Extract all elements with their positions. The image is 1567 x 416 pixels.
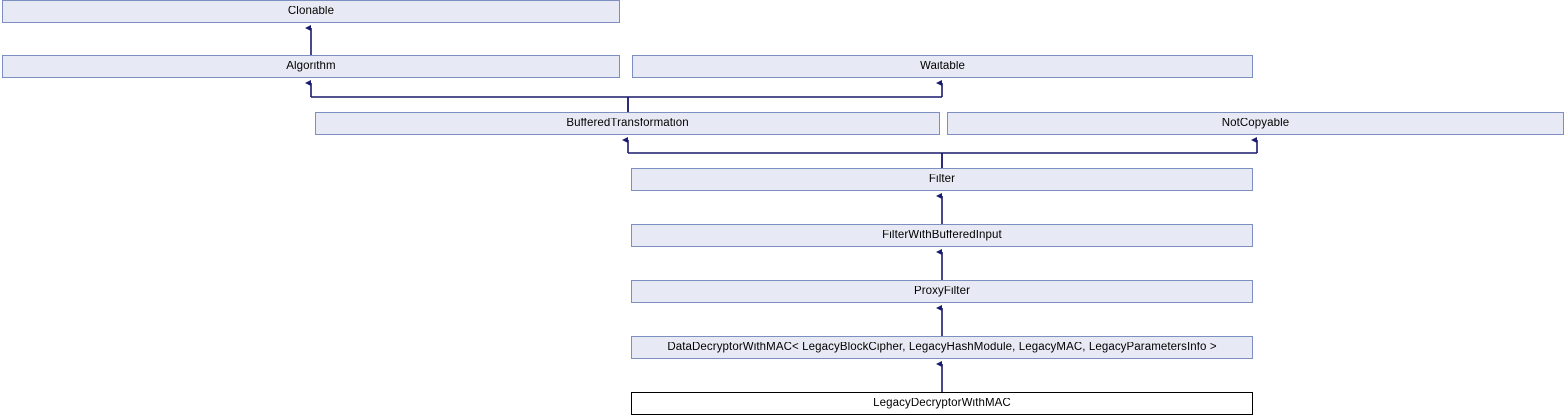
- class-node-datadecryptorwithmac[interactable]: DataDecryptorWithMAC< LegacyBlockCipher,…: [631, 336, 1253, 359]
- class-node-filterwithbufferedinput[interactable]: FilterWithBufferedInput: [631, 224, 1253, 247]
- class-node-label: FilterWithBufferedInput: [882, 229, 1002, 241]
- class-node-clonable[interactable]: Clonable: [2, 0, 620, 23]
- class-node-label: DataDecryptorWithMAC< LegacyBlockCipher,…: [667, 341, 1217, 353]
- class-node-bufferedtransformation[interactable]: BufferedTransformation: [315, 112, 940, 135]
- class-node-label: Algorithm: [286, 60, 336, 72]
- class-node-label: Clonable: [287, 5, 335, 17]
- class-node-notcopyable[interactable]: NotCopyable: [947, 112, 1564, 135]
- class-node-label: Waitable: [919, 60, 966, 72]
- class-node-algorithm[interactable]: Algorithm: [2, 55, 620, 78]
- class-node-label: ProxyFilter: [913, 285, 971, 297]
- class-node-filter[interactable]: Filter: [631, 168, 1253, 191]
- class-node-waitable[interactable]: Waitable: [632, 55, 1253, 78]
- class-node-label: NotCopyable: [1221, 117, 1290, 129]
- class-node-label: BufferedTransformation: [566, 117, 689, 129]
- class-node-proxyfilter[interactable]: ProxyFilter: [631, 280, 1253, 303]
- class-node-label: LegacyDecryptorWithMAC: [873, 397, 1011, 409]
- class-node-legacydecryptorwithmac[interactable]: LegacyDecryptorWithMAC: [631, 392, 1253, 415]
- class-node-label: Filter: [928, 173, 956, 185]
